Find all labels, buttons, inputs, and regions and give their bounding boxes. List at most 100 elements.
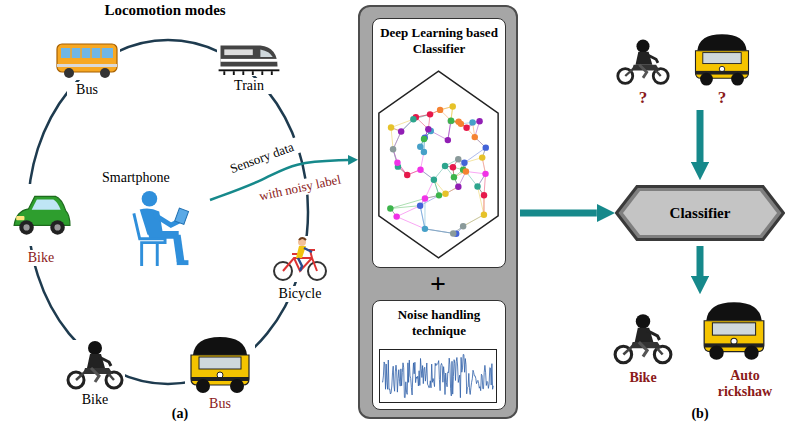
network-neurons [393,213,399,219]
network-links [397,217,425,229]
mode-label: Bike [21,250,61,266]
smartphone-user: Smartphone [98,170,210,265]
network-neurons [421,136,427,142]
illustration [217,38,281,76]
model-panel: + Deep Learning based Classifier Noise h… [358,5,518,419]
node-text: Classifier [615,204,785,222]
network-links [390,198,425,208]
network-links [463,215,484,227]
network-links [478,187,484,215]
node-text: Smartphone [98,170,210,187]
network-neurons [448,118,454,124]
network-neurons [417,202,423,208]
network-neurons [421,149,427,155]
network-neurons [410,116,416,122]
auto-rickshaw-icon [704,302,764,360]
network-neurons [422,195,428,201]
network-links [425,229,453,234]
network-links [425,229,453,234]
network-neurons [476,118,482,124]
bicycle-icon [274,238,326,280]
network-neurons [445,137,451,143]
mode-label: with noisy label [244,169,357,208]
network-neurons [448,117,454,123]
network-links [420,206,425,229]
network-neurons [461,160,467,166]
hexagon-outline [379,71,498,258]
motorbike-icon [615,314,671,363]
network-neurons [387,103,489,237]
network-neurons [469,119,475,125]
illustration [185,333,255,395]
network-links [390,106,485,233]
network-neurons [390,146,396,152]
car-icon [14,196,70,234]
flow-arrow [697,246,704,276]
panel-tag: (a) [165,406,195,422]
network-neurons [422,226,428,232]
noise-waveform [380,350,497,403]
network-links [424,198,425,228]
mode-label: ? [633,88,653,108]
mode-label: ? [712,88,732,108]
waveform [382,354,493,397]
network-neurons [460,223,466,229]
network-neurons [450,103,456,109]
network-neurons [417,144,423,150]
network-neurons [451,174,457,180]
network-neurons [463,168,469,174]
waveform [382,354,493,397]
network-links [391,119,413,127]
mode-label: Auto rickshaw [713,368,777,400]
illustration [10,184,72,246]
panel-tag: (b) [687,406,713,422]
network-neurons [442,191,448,197]
auto-rickshaw-icon [695,34,748,85]
auto-rickshaw-icon [191,337,249,393]
mode-label: Bike [621,370,665,386]
mode-label: Bicycle [272,286,328,302]
network-neurons [483,144,489,150]
classifier-hexagon: Classifier [615,185,785,241]
network-neurons [404,172,410,178]
network-neurons [463,125,469,131]
noise-box: Noise handling technique [372,300,506,410]
train-icon [219,46,280,75]
network-links [420,206,425,229]
node-text: Deep Learning based Classifier [373,25,505,56]
network-neurons [387,205,393,211]
noise-waveform [379,349,497,403]
network-neurons [455,183,461,189]
network-neurons [455,156,461,162]
illustration [54,40,120,80]
network-neurons [481,211,487,217]
network-neurons [394,160,400,166]
classifier-box: Deep Learning based Classifier [372,18,506,268]
network-neurons [482,171,488,177]
illustration [272,236,328,282]
network-links [420,195,439,205]
bus-icon [57,44,117,78]
data-flow-arrow [520,210,597,217]
network-neurons [437,107,443,113]
network-neurons [431,176,437,182]
network-links [391,128,393,150]
network-neurons [450,230,456,236]
network-neurons [436,192,442,198]
network-neurons [427,111,433,117]
mode-label: Bus [200,396,240,412]
node-text: Noise handling technique [373,307,505,338]
motorbike-icon [68,341,122,388]
network-neurons [450,164,456,170]
network-neurons [479,154,485,160]
neural-network-hexagon [373,67,504,262]
network-neurons [425,126,431,132]
edge-label: Sensory data [214,134,310,182]
mode-label: Train [227,78,271,94]
network-neurons [398,128,404,134]
network-neurons [417,166,423,172]
mode-label: Bus [67,82,107,98]
mode-label: Bike [75,392,115,408]
motorbike-icon [618,40,668,84]
